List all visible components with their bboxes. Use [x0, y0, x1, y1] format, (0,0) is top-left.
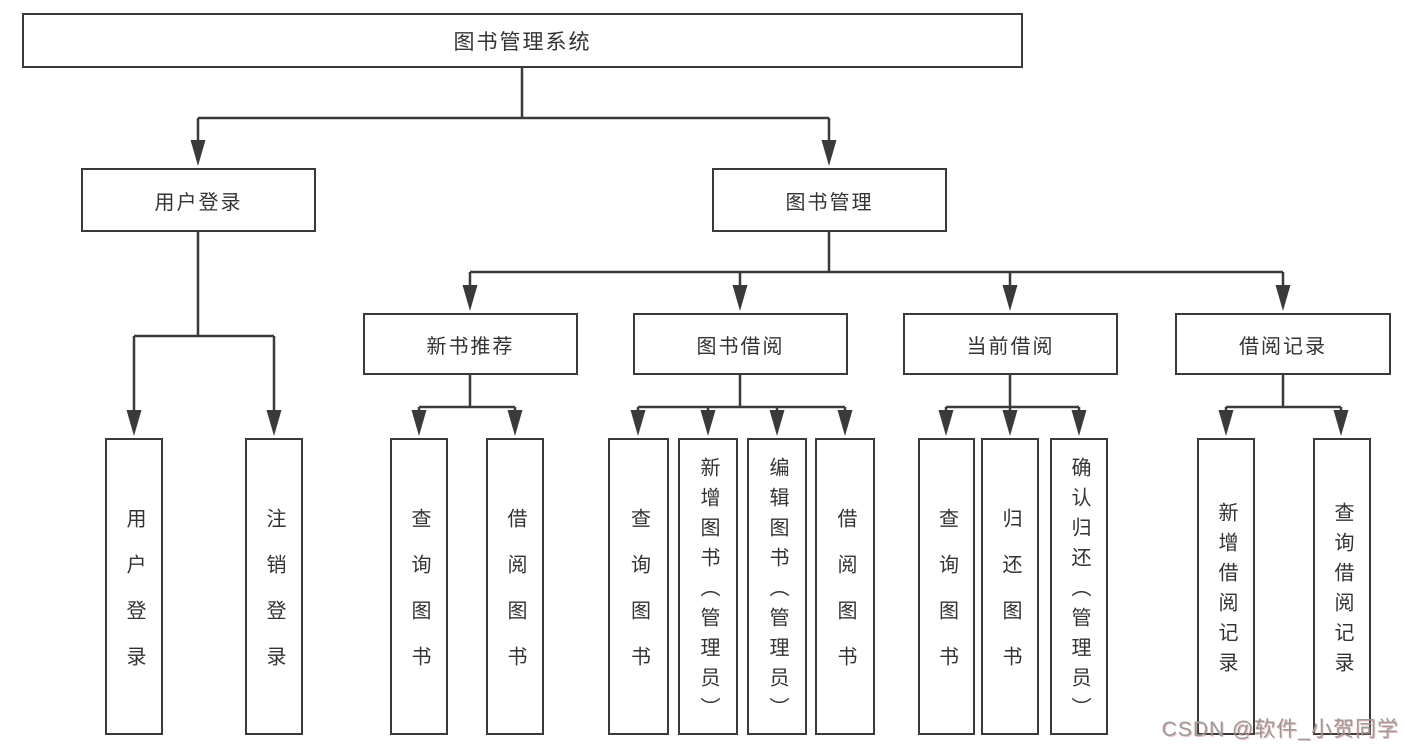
leaf-query-books-current: 查询图书: [918, 438, 975, 735]
node-label: 新书推荐: [426, 335, 515, 358]
leaf-add-books-admin: 新增图书（管理员）: [678, 438, 738, 735]
node-label: 归还图书: [999, 507, 1021, 692]
node-label: 确认归还（管理员）: [1068, 456, 1090, 727]
node-user-login: 用户登录: [81, 168, 316, 232]
node-book-borrow: 图书借阅: [633, 313, 848, 375]
leaf-borrow-books: 借阅图书: [815, 438, 875, 735]
node-label: 注销登录: [263, 507, 285, 692]
node-label: 查询图书: [627, 507, 650, 692]
leaf-confirm-return-admin: 确认归还（管理员）: [1050, 438, 1108, 735]
leaf-logout: 注销登录: [245, 438, 303, 735]
node-label: 查询图书: [408, 507, 430, 692]
leaf-return-books: 归还图书: [981, 438, 1039, 735]
node-label: 新增借阅记录: [1215, 501, 1237, 682]
node-label: 图书管理系统: [453, 30, 592, 54]
node-label: 当前借阅: [966, 335, 1055, 358]
node-book-management: 图书管理: [712, 168, 947, 232]
leaf-query-borrow-record: 查询借阅记录: [1313, 438, 1371, 735]
leaf-edit-books-admin: 编辑图书（管理员）: [747, 438, 807, 735]
node-borrow-records: 借阅记录: [1175, 313, 1391, 375]
csdn-watermark: CSDN @软件_小贺同学: [1161, 718, 1399, 741]
node-label: 借阅图书: [834, 507, 856, 692]
leaf-query-books-borrow: 查询图书: [608, 438, 669, 735]
node-new-book-recommend: 新书推荐: [363, 313, 578, 375]
node-label: 用户登录: [154, 191, 243, 214]
leaf-user-login: 用户登录: [105, 438, 163, 735]
node-label: 借阅记录: [1239, 335, 1327, 358]
node-label: 图书管理: [785, 191, 874, 214]
node-label: 查询借阅记录: [1331, 501, 1353, 682]
node-root-system: 图书管理系统: [22, 13, 1023, 68]
node-label: 用户登录: [123, 507, 145, 692]
node-label: 编辑图书（管理员）: [766, 456, 788, 727]
node-label: 图书借阅: [696, 335, 785, 358]
leaf-borrow-books-recommend: 借阅图书: [486, 438, 544, 735]
leaf-query-books-recommend: 查询图书: [390, 438, 448, 735]
leaf-add-borrow-record: 新增借阅记录: [1197, 438, 1255, 735]
node-current-borrow: 当前借阅: [903, 313, 1118, 375]
node-label: 借阅图书: [504, 507, 526, 692]
node-label: 查询图书: [935, 507, 958, 692]
node-label: 新增图书（管理员）: [697, 456, 719, 727]
